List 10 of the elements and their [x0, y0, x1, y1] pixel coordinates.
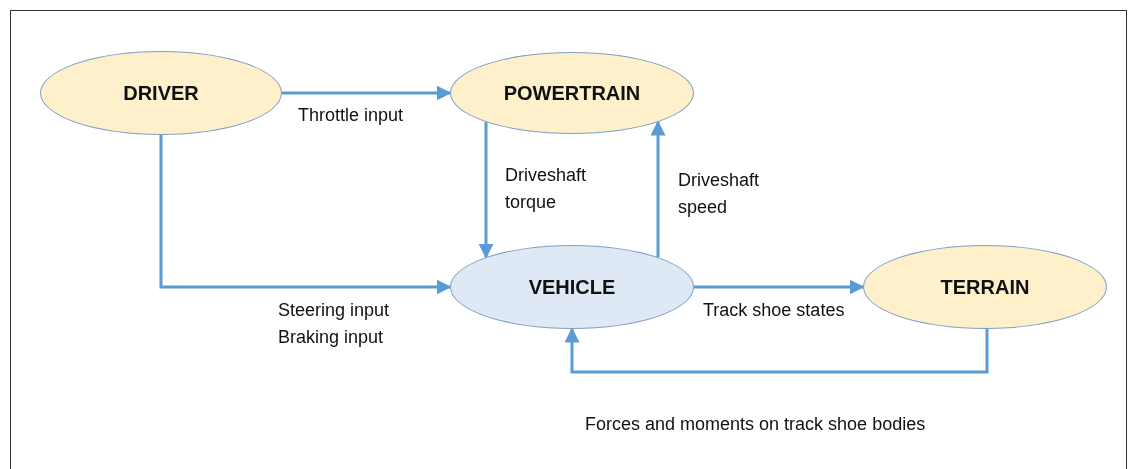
arrow — [650, 120, 666, 258]
arrow — [478, 122, 494, 259]
node-label: POWERTRAIN — [503, 81, 641, 105]
arrow — [694, 279, 865, 295]
node-label: VEHICLE — [528, 275, 616, 299]
arrow — [282, 85, 452, 101]
arrow — [159, 135, 452, 295]
arrow — [564, 327, 989, 374]
node-label: TERRAIN — [940, 275, 1030, 299]
node-label: DRIVER — [123, 81, 199, 105]
